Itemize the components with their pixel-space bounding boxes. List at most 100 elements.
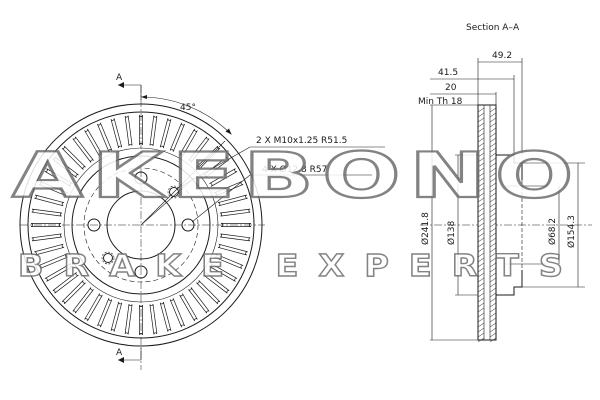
- hatch-line: [477, 112, 485, 118]
- vent-slot-icon: [34, 243, 65, 256]
- hatch-line: [477, 167, 485, 173]
- hatch-line: [489, 312, 497, 318]
- hatch-line: [489, 192, 497, 198]
- hatch-line: [489, 302, 497, 308]
- threaded-hole-icon: [103, 253, 113, 263]
- hatch-line: [477, 162, 485, 168]
- section-mark-top: A: [116, 73, 123, 83]
- hatch-line: [489, 287, 497, 293]
- hatch-line: [489, 132, 497, 138]
- vent-slots: [30, 114, 252, 336]
- section-arrow-top: [118, 82, 124, 88]
- hatch-line: [477, 222, 485, 228]
- vent-slot-icon: [217, 243, 248, 256]
- hatch-line: [477, 332, 485, 338]
- hatch-line: [489, 177, 497, 183]
- hatch-line: [477, 157, 485, 163]
- hatch-line: [477, 217, 485, 223]
- hatch-line: [477, 312, 485, 318]
- hatch-line: [477, 237, 485, 243]
- vent-slot-icon: [110, 118, 123, 149]
- hub-profile: [495, 154, 585, 296]
- bolt-hole-icon: [134, 171, 148, 185]
- front-view: 45° A A 2 X M10x1.25 R51.5 4 X Ø12.8 R57: [19, 73, 385, 370]
- hatch-line: [489, 322, 497, 328]
- hub-diameter-label: Ø154.3: [566, 215, 577, 248]
- hatch-line: [477, 287, 485, 293]
- vent-slot-icon: [31, 233, 63, 242]
- vent-slot-icon: [196, 145, 221, 170]
- hatch-line: [477, 292, 485, 298]
- hub-outer-edge: [71, 155, 211, 295]
- hatch-line: [477, 137, 485, 143]
- outer-disc-edge: [19, 103, 263, 347]
- min-thickness-label: Min Th 18: [418, 97, 463, 107]
- vent-slot-icon: [149, 303, 158, 335]
- vent-slot-icon: [124, 303, 133, 335]
- hatch-line: [477, 277, 485, 283]
- hatch-line: [477, 147, 485, 153]
- hatch-line: [477, 152, 485, 158]
- hatch-line: [489, 332, 497, 338]
- hatch-line: [477, 132, 485, 138]
- hatch-line: [489, 172, 497, 178]
- vent-slot-icon: [61, 280, 86, 305]
- hatch-line: [477, 262, 485, 268]
- hatch-line: [489, 147, 497, 153]
- hatch-line: [477, 172, 485, 178]
- bolt-pitch-circle: [83, 167, 199, 283]
- vent-slot-icon: [72, 287, 94, 314]
- hatch-line: [489, 167, 497, 173]
- hatch-line: [477, 192, 485, 198]
- hatch-line: [477, 122, 485, 128]
- hatch-line: [477, 232, 485, 238]
- hatch-line: [489, 337, 497, 343]
- hatch-line: [489, 142, 497, 148]
- hatch-line: [477, 327, 485, 333]
- section-arrow-bottom: [118, 357, 124, 363]
- hatch-line: [489, 187, 497, 193]
- vent-slot-icon: [196, 280, 221, 305]
- outer-ring-inner-edge: [27, 111, 255, 339]
- diagonal-radius-line: [140, 140, 226, 226]
- hatch-line: [477, 207, 485, 213]
- angle-arc: [140, 96, 232, 135]
- bolt-radius-line: [140, 177, 195, 226]
- hatch-line: [477, 197, 485, 203]
- overall-width-label: 49.2: [492, 51, 512, 61]
- hatch-line: [489, 237, 497, 243]
- hatch-line: [489, 277, 497, 283]
- vent-slot-icon: [214, 253, 244, 269]
- vent-slot-icon: [34, 194, 65, 207]
- vent-slot-icon: [159, 301, 172, 332]
- hatch-line: [477, 212, 485, 218]
- hatch-line: [489, 152, 497, 158]
- thread-callout-leader: [177, 146, 251, 189]
- hatch-line: [477, 272, 485, 278]
- hatch-line: [489, 182, 497, 188]
- bolt-hole-icon: [87, 218, 101, 232]
- hatch-line: [477, 322, 485, 328]
- hatch-line: [489, 227, 497, 233]
- vent-slot-icon: [38, 253, 68, 269]
- hatch-line: [477, 242, 485, 248]
- hatch-line: [489, 262, 497, 268]
- hatch-line: [477, 142, 485, 148]
- hatch-line: [489, 282, 497, 288]
- vent-slot-icon: [220, 223, 252, 227]
- section-mark-bottom: A: [116, 348, 123, 358]
- hatch-line: [477, 127, 485, 133]
- angle-arrow-right: [225, 128, 232, 135]
- vent-slot-icon: [169, 122, 185, 152]
- hatch-line: [489, 127, 497, 133]
- hatch-line: [489, 212, 497, 218]
- hatch-line: [477, 302, 485, 308]
- hatch-line: [489, 217, 497, 223]
- vent-slot-icon: [219, 208, 251, 217]
- vent-slot-icon: [219, 233, 251, 242]
- bolt-hole-icon: [134, 265, 148, 279]
- vent-slot-icon: [188, 287, 210, 314]
- hatch-line: [477, 307, 485, 313]
- hatch-line: [477, 267, 485, 273]
